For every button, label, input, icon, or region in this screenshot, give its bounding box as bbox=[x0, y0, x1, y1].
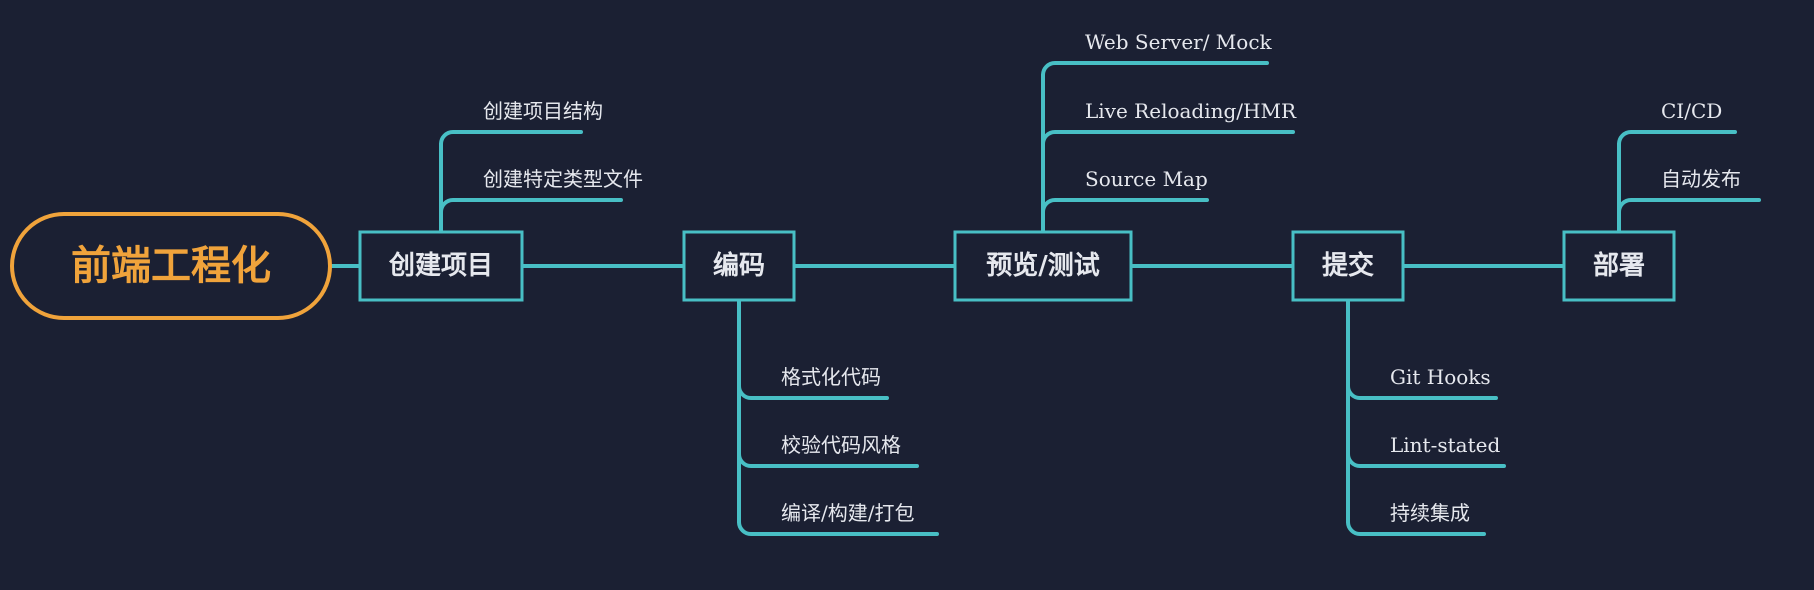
topic-node-label: 创建项目 bbox=[388, 251, 493, 281]
branch-line bbox=[1041, 198, 1209, 214]
leaf-node-label: 编译/构建/打包 bbox=[781, 501, 914, 525]
leaf-node[interactable]: 编译/构建/打包 bbox=[781, 501, 914, 525]
branch-line bbox=[1346, 452, 1506, 468]
topic-node-shape bbox=[358, 230, 524, 302]
leaf-node-label: 校验代码风格 bbox=[781, 433, 901, 457]
branch-line bbox=[1041, 61, 1269, 77]
branch-line bbox=[737, 520, 939, 536]
leaf-node[interactable]: CI/CD bbox=[1661, 99, 1722, 123]
leaf-node-label: Web Server/ Mock bbox=[1085, 30, 1273, 54]
leaf-node-label: CI/CD bbox=[1661, 99, 1722, 123]
topic-node-label: 部署 bbox=[1593, 251, 1645, 281]
leaf-node[interactable]: Source Map bbox=[1085, 167, 1208, 191]
leaf-node-label: Git Hooks bbox=[1390, 365, 1491, 389]
leaf-node[interactable]: 创建特定类型文件 bbox=[483, 167, 643, 191]
topic-node[interactable]: 部署 bbox=[1562, 230, 1676, 302]
branch-line bbox=[1617, 198, 1761, 214]
leaf-node-label: 格式化代码 bbox=[781, 365, 881, 389]
topic-node[interactable]: 创建项目 bbox=[358, 230, 524, 302]
branch-line bbox=[439, 130, 583, 146]
topic-node-label: 编码 bbox=[713, 250, 765, 281]
branch-line bbox=[737, 452, 919, 468]
branch-line bbox=[1617, 130, 1737, 146]
topic-node-shape bbox=[1291, 230, 1405, 302]
leaf-node-label: 持续集成 bbox=[1390, 501, 1470, 525]
leaf-node[interactable]: 持续集成 bbox=[1390, 501, 1470, 525]
leaf-node-label: Live Reloading/HMR bbox=[1085, 99, 1297, 123]
topic-node[interactable]: 提交 bbox=[1291, 230, 1405, 302]
topic-node-shape bbox=[1562, 230, 1676, 302]
leaf-node[interactable]: Web Server/ Mock bbox=[1085, 30, 1273, 54]
leaf-node[interactable]: 校验代码风格 bbox=[781, 433, 901, 457]
leaf-node[interactable]: Live Reloading/HMR bbox=[1085, 99, 1297, 123]
leaf-node[interactable]: 创建项目结构 bbox=[483, 99, 603, 123]
branch-line bbox=[1346, 520, 1486, 536]
leaf-node-label: 自动发布 bbox=[1661, 167, 1741, 191]
leaf-node[interactable]: Git Hooks bbox=[1390, 365, 1491, 389]
leaf-node-label: Lint-stated bbox=[1390, 433, 1500, 457]
root-node[interactable]: 前端工程化 bbox=[10, 212, 332, 320]
leaf-node-label: 创建特定类型文件 bbox=[483, 167, 643, 191]
topic-node-label: 提交 bbox=[1322, 250, 1374, 281]
topic-node-shape bbox=[682, 230, 796, 302]
topic-node-label: 预览/测试 bbox=[986, 251, 1100, 281]
topic-node-shape bbox=[953, 230, 1133, 302]
topic-nodes: 创建项目 编码 预览/测试 提交 部署 bbox=[358, 230, 1676, 302]
branch-line bbox=[737, 384, 889, 400]
root-node-label: 前端工程化 bbox=[71, 243, 271, 289]
connectors bbox=[328, 61, 1761, 536]
leaf-node[interactable]: Lint-stated bbox=[1390, 433, 1500, 457]
branch-line bbox=[1346, 384, 1498, 400]
leaf-node[interactable]: 格式化代码 bbox=[781, 365, 881, 389]
leaf-node[interactable]: 自动发布 bbox=[1661, 167, 1741, 191]
branch-line bbox=[1041, 130, 1295, 146]
leaf-node-label: 创建项目结构 bbox=[483, 99, 603, 123]
leaf-node-label: Source Map bbox=[1085, 167, 1208, 191]
topic-node[interactable]: 编码 bbox=[682, 230, 796, 302]
root-node-shape bbox=[10, 212, 332, 320]
topic-node[interactable]: 预览/测试 bbox=[953, 230, 1133, 302]
branch-line bbox=[439, 198, 623, 214]
